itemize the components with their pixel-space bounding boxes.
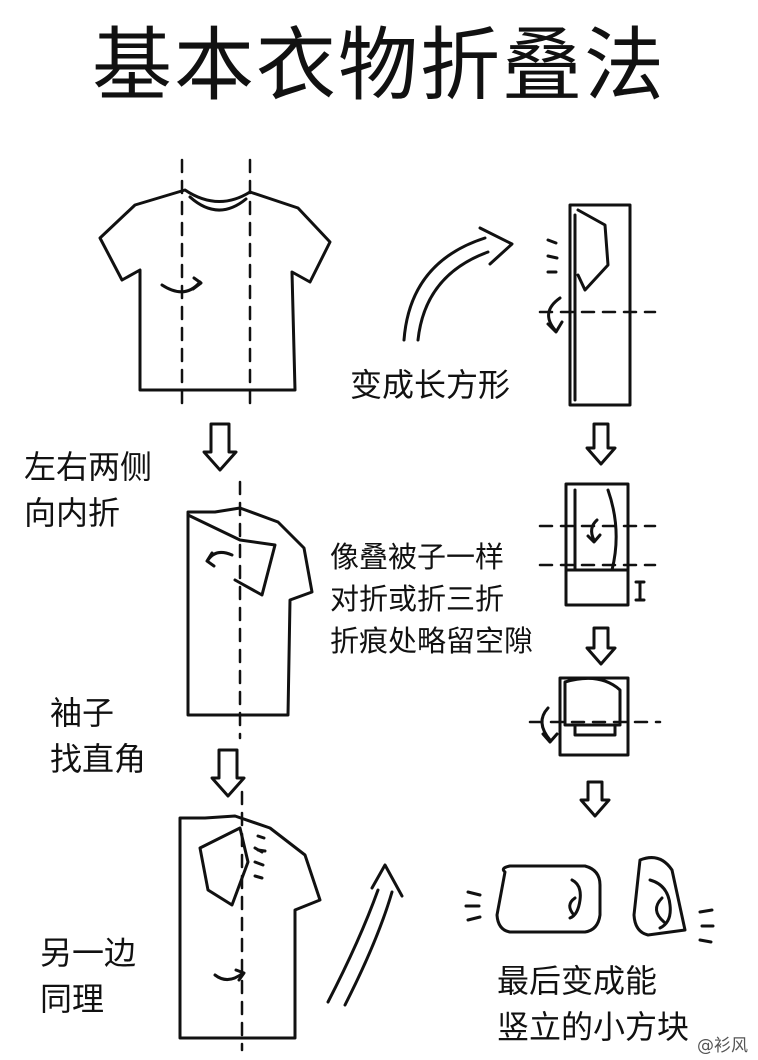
label-line: 袖子 (50, 694, 115, 732)
label-line: 像叠被子一样 (330, 540, 505, 574)
down-arrow-icon (579, 780, 611, 818)
watermark: @衫风 (697, 1036, 748, 1056)
label-line: 左右两侧 (24, 448, 153, 486)
curved-arrow-icon (402, 226, 514, 342)
page-title: 基本衣物折叠法 (92, 19, 666, 112)
label-line: 另一边 (40, 934, 137, 972)
down-arrow-icon (585, 422, 617, 466)
label-line: 折痕处略留空隙 (330, 624, 534, 658)
label-line: 竖立的小方块 (497, 1008, 690, 1046)
label-step4: 变成长方形 (350, 362, 510, 408)
tshirt-half-folded-icon (186, 480, 314, 740)
label-step5: 像叠被子一样 对折或折三折 折痕处略留空隙 (330, 536, 533, 662)
fold-line-dashed (180, 158, 252, 414)
label-line: 向内折 (24, 494, 121, 532)
label-line: 同理 (40, 980, 105, 1018)
folded-thirds-icon (528, 676, 662, 757)
label-step6: 最后变成能 竖立的小方块 (497, 958, 689, 1050)
label-line: 对折或折三折 (330, 582, 505, 616)
down-arrow-icon (202, 422, 238, 472)
curved-up-arrow-icon (326, 863, 404, 1007)
down-arrow-icon (210, 748, 246, 798)
label-step1: 左右两侧 向内折 (24, 444, 152, 536)
motion-lines-icon (256, 834, 267, 853)
label-line: 变成长方形 (350, 366, 511, 404)
finished-block-icon (464, 864, 602, 934)
tshirt-sides-folded-icon (178, 790, 322, 1052)
label-step2: 袖子 找直角 (50, 690, 146, 782)
folded-half-icon (538, 482, 657, 607)
label-line: 最后变成能 (497, 962, 658, 1000)
down-arrow-icon (585, 626, 617, 666)
label-line: 找直角 (50, 740, 147, 778)
standing-block-icon (632, 856, 715, 944)
folded-rectangle-icon (538, 203, 657, 407)
tshirt-flat-icon (98, 188, 332, 392)
label-step3: 另一边 同理 (40, 930, 136, 1022)
